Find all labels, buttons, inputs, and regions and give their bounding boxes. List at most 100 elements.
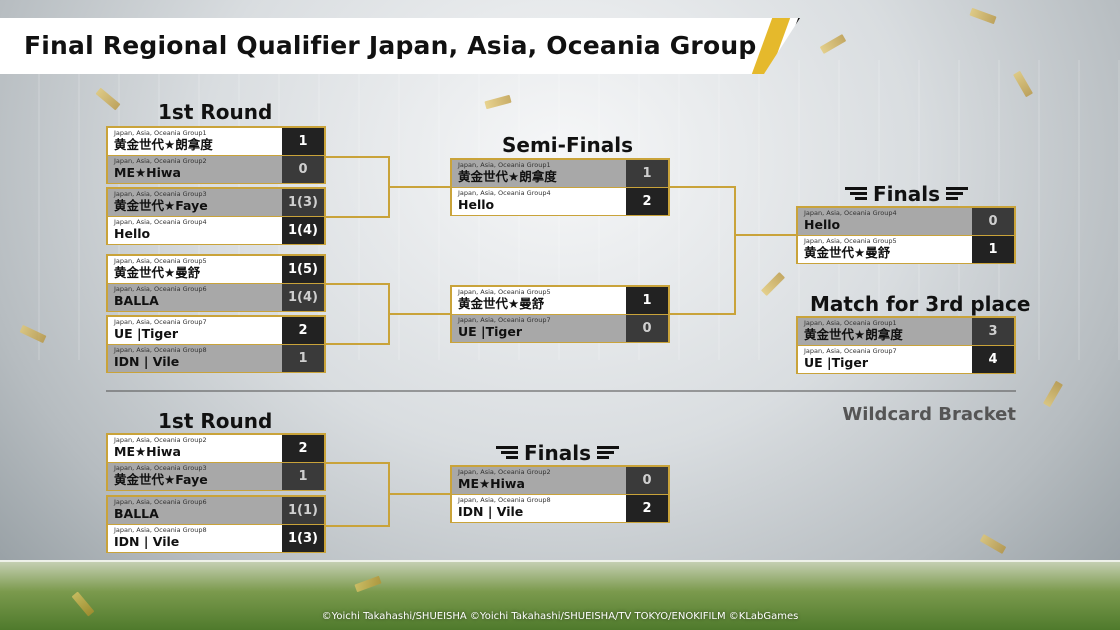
connector-line xyxy=(326,525,390,527)
team-name: IDN | Vile xyxy=(114,354,180,369)
team-cell: Japan, Asia, Oceania Group8 IDN | Vile xyxy=(452,495,626,522)
team-group: Japan, Asia, Oceania Group3 xyxy=(114,464,207,472)
match-round1-4[interactable]: Japan, Asia, Oceania Group7 UE |Tiger 2 … xyxy=(106,315,326,373)
flag-left-icon xyxy=(845,187,867,201)
team-score: 0 xyxy=(282,156,324,183)
team-name: ME★Hiwa xyxy=(114,165,181,180)
wildcard-finals-label: Finals xyxy=(524,441,592,465)
team-score: 2 xyxy=(282,435,324,462)
connector-line xyxy=(388,186,450,188)
team-score: 1(5) xyxy=(282,256,324,283)
third-place-title: Match for 3rd place xyxy=(810,292,1031,316)
team-name: Hello xyxy=(458,197,495,212)
match-wildcard-final[interactable]: Japan, Asia, Oceania Group2 ME★Hiwa 0 Ja… xyxy=(450,465,670,523)
match-semifinal-1[interactable]: Japan, Asia, Oceania Group1 黄金世代★朗拿度 1 J… xyxy=(450,158,670,216)
team-row: Japan, Asia, Oceania Group4 Hello 2 xyxy=(452,187,668,215)
match-round1-3[interactable]: Japan, Asia, Oceania Group5 黄金世代★曼舒 1(5)… xyxy=(106,254,326,312)
connector-line xyxy=(670,313,736,315)
team-score: 1 xyxy=(972,236,1014,263)
connector-line xyxy=(326,216,390,218)
team-name: 黄金世代★朗拿度 xyxy=(458,169,557,184)
team-name: ME★Hiwa xyxy=(114,444,181,459)
team-cell: Japan, Asia, Oceania Group2 ME★Hiwa xyxy=(108,435,282,462)
team-name: ME★Hiwa xyxy=(458,476,525,491)
match-wildcard-round1-2[interactable]: Japan, Asia, Oceania Group6 BALLA 1(1) J… xyxy=(106,495,326,553)
team-group: Japan, Asia, Oceania Group4 xyxy=(114,218,207,226)
team-group: Japan, Asia, Oceania Group1 xyxy=(804,319,897,327)
wildcard-finals-title: Finals xyxy=(496,441,620,465)
team-name: 黄金世代★朗拿度 xyxy=(804,327,903,342)
team-group: Japan, Asia, Oceania Group2 xyxy=(458,468,551,476)
team-cell: Japan, Asia, Oceania Group5 黄金世代★曼舒 xyxy=(798,236,972,263)
team-name: UE |Tiger xyxy=(114,326,179,341)
wildcard-round1-title: 1st Round xyxy=(158,409,273,433)
team-score: 1(4) xyxy=(282,284,324,311)
team-cell: Japan, Asia, Oceania Group8 IDN | Vile xyxy=(108,525,282,552)
team-score: 0 xyxy=(972,208,1014,235)
confetti xyxy=(979,534,1007,554)
team-cell: Japan, Asia, Oceania Group6 BALLA xyxy=(108,497,282,524)
team-score: 1(1) xyxy=(282,497,324,524)
team-name: 黄金世代★曼舒 xyxy=(114,265,201,280)
team-name: BALLA xyxy=(114,293,159,308)
team-row: Japan, Asia, Oceania Group8 IDN | Vile 1 xyxy=(108,344,324,372)
confetti xyxy=(1043,380,1063,408)
team-row: Japan, Asia, Oceania Group2 ME★Hiwa 0 xyxy=(108,155,324,183)
team-row: Japan, Asia, Oceania Group2 ME★Hiwa 2 xyxy=(108,435,324,462)
team-group: Japan, Asia, Oceania Group5 xyxy=(114,257,207,265)
connector-line xyxy=(326,156,390,158)
team-cell: Japan, Asia, Oceania Group7 UE |Tiger xyxy=(108,317,282,344)
team-row: Japan, Asia, Oceania Group7 UE |Tiger 0 xyxy=(452,314,668,342)
team-group: Japan, Asia, Oceania Group4 xyxy=(804,209,897,217)
team-row: Japan, Asia, Oceania Group1 黄金世代★朗拿度 3 xyxy=(798,318,1014,345)
semifinals-title: Semi-Finals xyxy=(502,133,633,157)
team-group: Japan, Asia, Oceania Group6 xyxy=(114,285,207,293)
team-name: 黄金世代★朗拿度 xyxy=(114,137,213,152)
team-cell: Japan, Asia, Oceania Group1 黄金世代★朗拿度 xyxy=(108,128,282,155)
team-score: 1 xyxy=(626,160,668,187)
team-score: 1(3) xyxy=(282,525,324,552)
section-divider xyxy=(106,390,1016,392)
team-score: 1(3) xyxy=(282,189,324,216)
connector-line xyxy=(670,186,736,188)
match-round1-2[interactable]: Japan, Asia, Oceania Group3 黄金世代★Faye 1(… xyxy=(106,187,326,245)
team-group: Japan, Asia, Oceania Group3 xyxy=(114,190,207,198)
team-group: Japan, Asia, Oceania Group8 xyxy=(114,346,207,354)
team-row: Japan, Asia, Oceania Group8 IDN | Vile 1… xyxy=(108,524,324,552)
team-cell: Japan, Asia, Oceania Group2 ME★Hiwa xyxy=(108,156,282,183)
team-group: Japan, Asia, Oceania Group1 xyxy=(458,161,551,169)
title-banner: Final Regional Qualifier Japan, Asia, Oc… xyxy=(0,18,800,74)
match-wildcard-round1-1[interactable]: Japan, Asia, Oceania Group2 ME★Hiwa 2 Ja… xyxy=(106,433,326,491)
team-row: Japan, Asia, Oceania Group4 Hello 0 xyxy=(798,208,1014,235)
team-row: Japan, Asia, Oceania Group6 BALLA 1(4) xyxy=(108,283,324,311)
team-name: 黄金世代★曼舒 xyxy=(804,245,891,260)
team-group: Japan, Asia, Oceania Group5 xyxy=(804,237,897,245)
team-name: 黄金世代★Faye xyxy=(114,472,208,487)
team-group: Japan, Asia, Oceania Group8 xyxy=(458,496,551,504)
team-row: Japan, Asia, Oceania Group5 黄金世代★曼舒 1(5) xyxy=(108,256,324,283)
team-group: Japan, Asia, Oceania Group1 xyxy=(114,129,207,137)
team-row: Japan, Asia, Oceania Group1 黄金世代★朗拿度 1 xyxy=(452,160,668,187)
team-score: 1(4) xyxy=(282,217,324,244)
team-group: Japan, Asia, Oceania Group7 xyxy=(114,318,207,326)
wildcard-bracket-label: Wildcard Bracket xyxy=(842,404,1016,425)
team-cell: Japan, Asia, Oceania Group6 BALLA xyxy=(108,284,282,311)
team-cell: Japan, Asia, Oceania Group8 IDN | Vile xyxy=(108,345,282,372)
team-score: 3 xyxy=(972,318,1014,345)
match-third-place[interactable]: Japan, Asia, Oceania Group1 黄金世代★朗拿度 3 J… xyxy=(796,316,1016,374)
team-row: Japan, Asia, Oceania Group7 UE |Tiger 2 xyxy=(108,317,324,344)
team-cell: Japan, Asia, Oceania Group7 UE |Tiger xyxy=(452,315,626,342)
team-score: 1 xyxy=(282,345,324,372)
team-group: Japan, Asia, Oceania Group7 xyxy=(804,347,897,355)
match-final[interactable]: Japan, Asia, Oceania Group4 Hello 0 Japa… xyxy=(796,206,1016,264)
team-cell: Japan, Asia, Oceania Group3 黄金世代★Faye xyxy=(108,189,282,216)
confetti xyxy=(819,34,847,54)
team-score: 2 xyxy=(626,188,668,215)
team-cell: Japan, Asia, Oceania Group7 UE |Tiger xyxy=(798,346,972,373)
connector-line xyxy=(388,493,450,495)
team-cell: Japan, Asia, Oceania Group4 Hello xyxy=(798,208,972,235)
match-round1-1[interactable]: Japan, Asia, Oceania Group1 黄金世代★朗拿度 1 J… xyxy=(106,126,326,184)
match-semifinal-2[interactable]: Japan, Asia, Oceania Group5 黄金世代★曼舒 1 Ja… xyxy=(450,285,670,343)
team-group: Japan, Asia, Oceania Group6 xyxy=(114,498,207,506)
team-score: 2 xyxy=(626,495,668,522)
